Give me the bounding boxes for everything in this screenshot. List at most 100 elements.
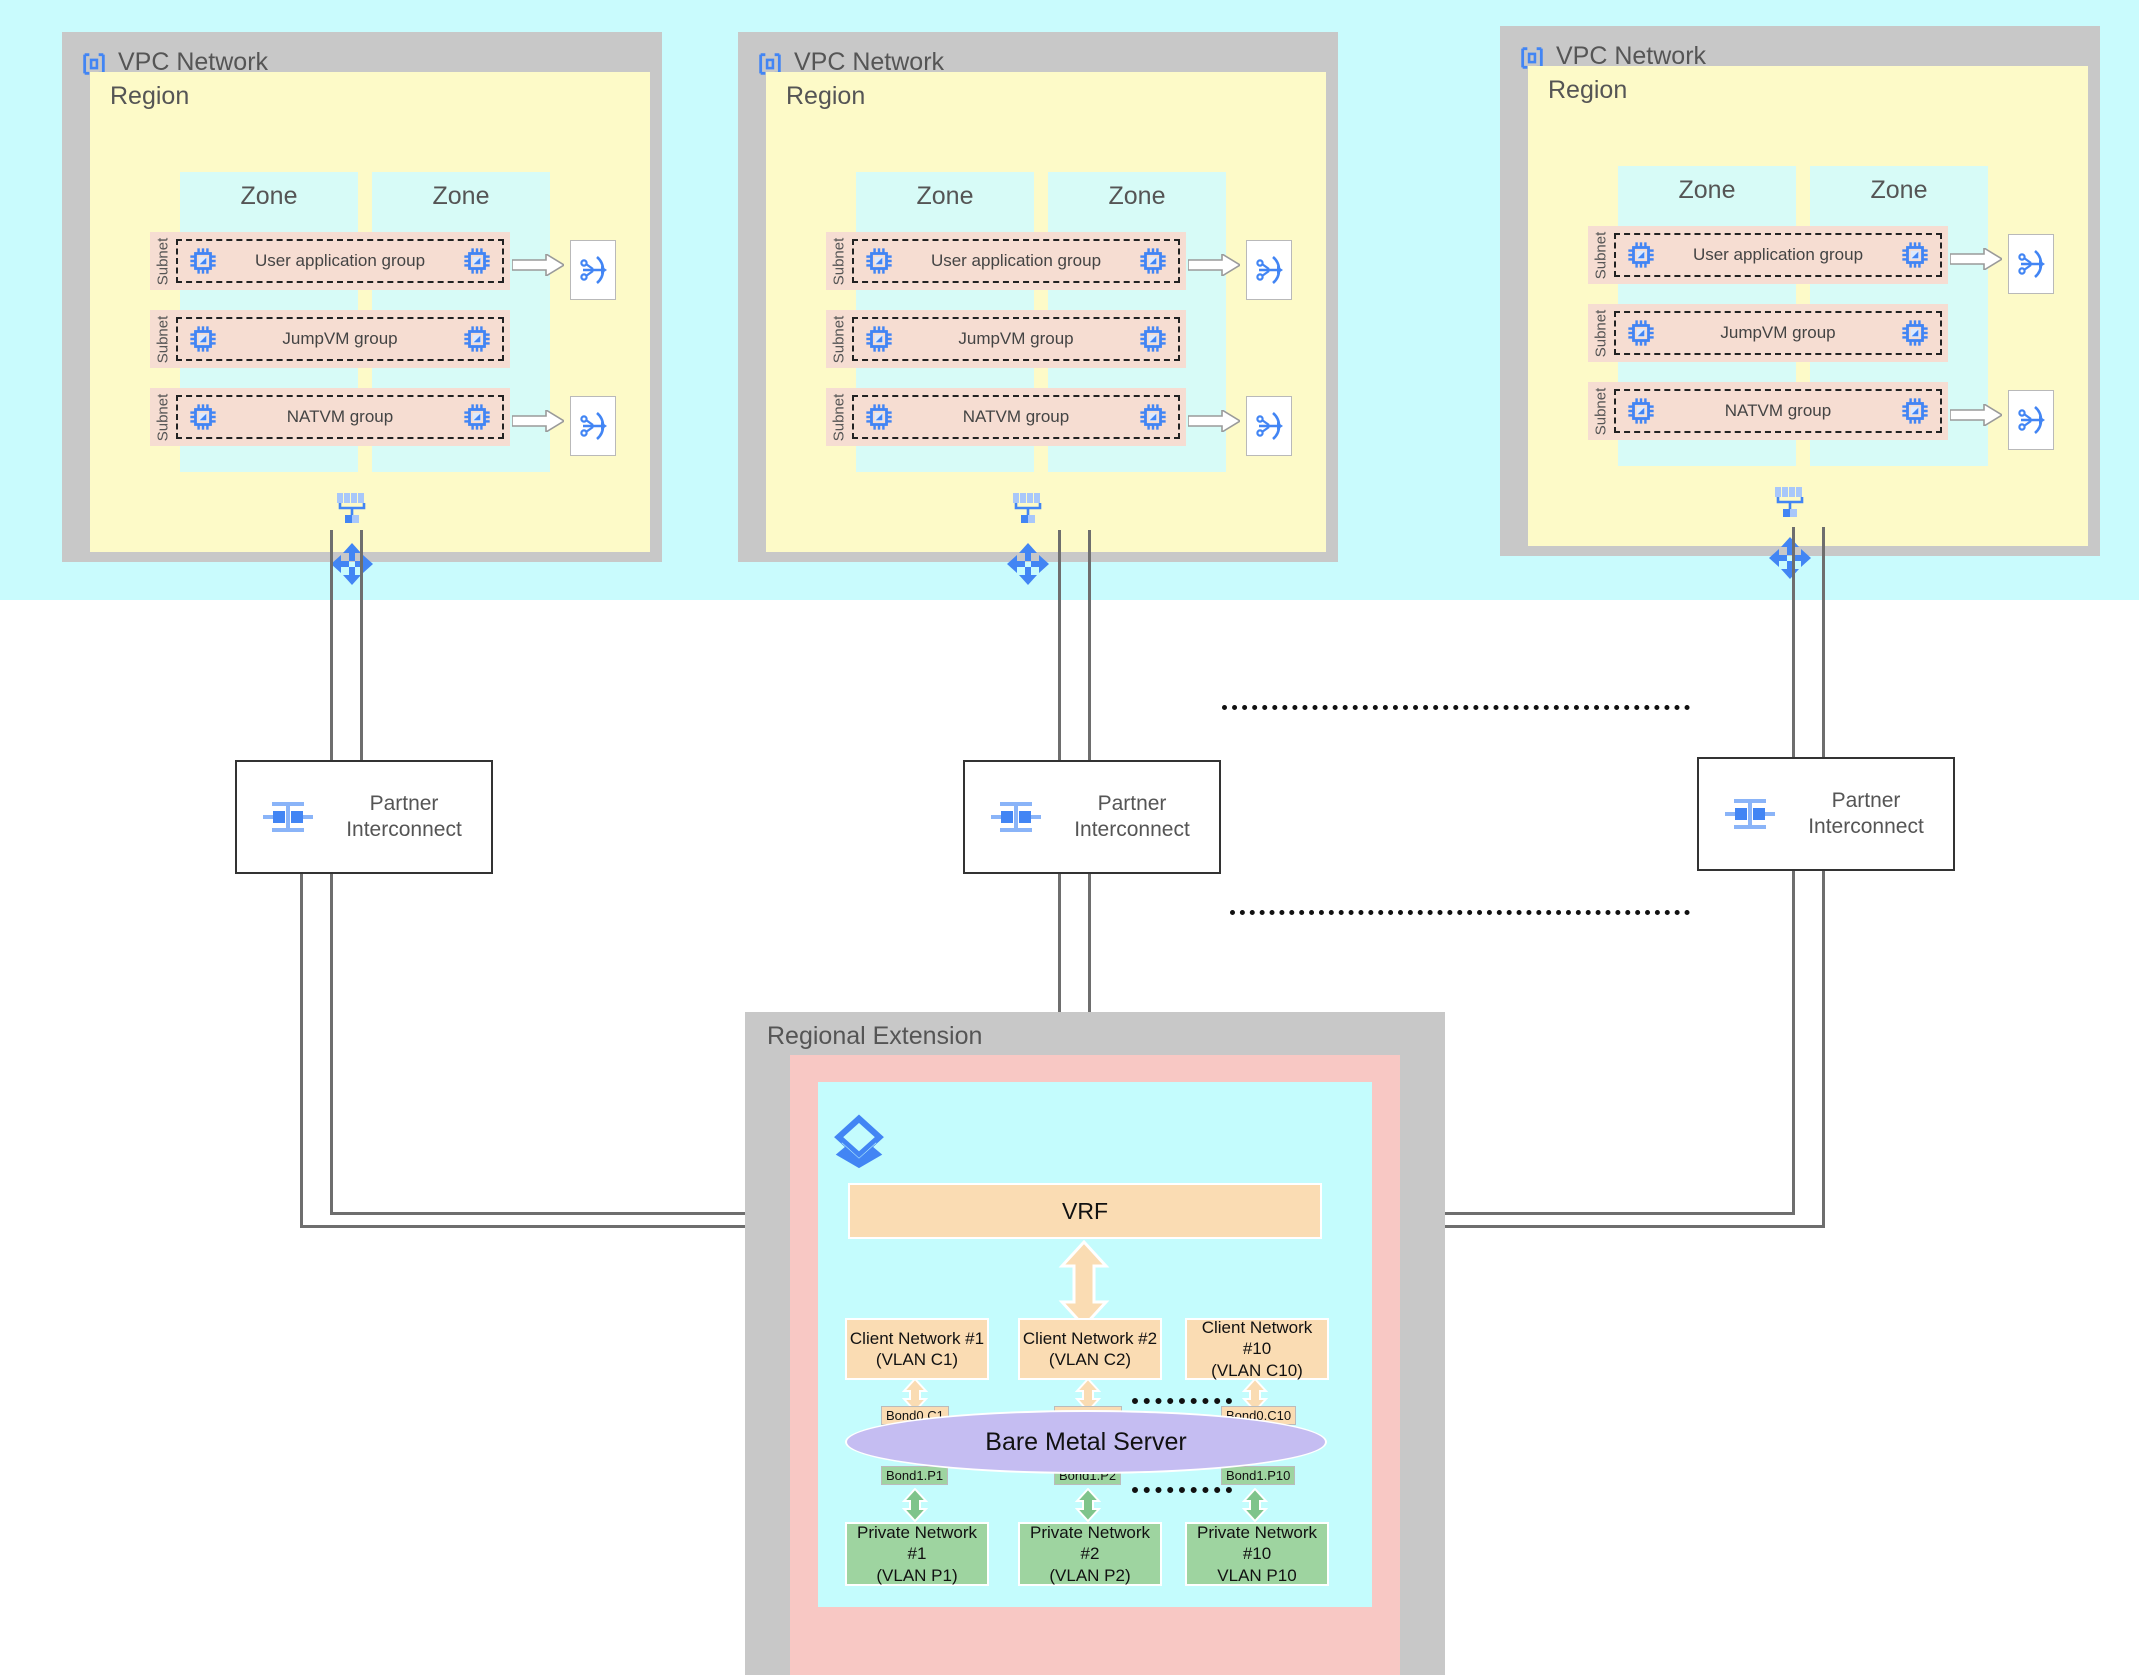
- partner-interconnect-box-2[interactable]: Partner Interconnect: [963, 760, 1221, 874]
- zone-title: Zone: [1870, 176, 1928, 204]
- subnet-label: Subnet: [1592, 309, 1610, 357]
- subnet-row-2: Subnet JumpVM group: [150, 310, 510, 368]
- partner-interconnect-icon: [987, 798, 1045, 836]
- vpc-router-icon: [335, 492, 371, 526]
- bare-metal-solution-icon: [828, 1110, 890, 1172]
- subnet-row-2: Subnet JumpVM group: [826, 310, 1186, 368]
- subnet-row-1: Subnet User application group: [150, 232, 510, 290]
- private-network-box-2[interactable]: Private Network #2 (VLAN P2): [1018, 1522, 1162, 1586]
- subnet-label: Subnet: [154, 393, 172, 441]
- bond-label-private-1: Bond1.P1: [881, 1466, 949, 1485]
- instance-group-label: NATVM group: [286, 407, 394, 426]
- subnet-label: Subnet: [154, 237, 172, 285]
- vm-instance-chip-icon: [1138, 402, 1168, 432]
- instance-group-1[interactable]: User application group: [1614, 233, 1942, 277]
- vpc-network-title: VPC Network: [118, 48, 269, 76]
- egress-arrow-1: [1187, 252, 1242, 278]
- partner-interconnect-label: Partner Interconnect: [1808, 788, 1924, 838]
- instance-group-2[interactable]: JumpVM group: [1614, 311, 1942, 355]
- vm-instance-chip-icon: [864, 324, 894, 354]
- vpc-network-icon: [1518, 44, 1546, 72]
- pi3-to-vrf-horz-b: [1318, 1225, 1825, 1228]
- instance-group-label: NATVM group: [962, 407, 1070, 426]
- private-network-bond-arrow-3: [1241, 1487, 1269, 1527]
- pi1-to-vrf-horz-a: [330, 1212, 850, 1215]
- partner-interconnect-box-1[interactable]: Partner Interconnect: [235, 760, 493, 874]
- private-network-bond-arrow-1: [901, 1487, 929, 1527]
- pi3-to-vrf-vert-b: [1822, 867, 1825, 1225]
- vm-instance-chip-icon: [1138, 246, 1168, 276]
- subnet-label: Subnet: [1592, 231, 1610, 279]
- partner-interconnect-label: Partner Interconnect: [346, 791, 462, 841]
- instance-group-label: JumpVM group: [958, 329, 1074, 348]
- zone-title: Zone: [1108, 182, 1166, 210]
- egress-arrow-1: [1949, 246, 2004, 272]
- pi1-to-vrf-vert-b: [300, 870, 303, 1228]
- instance-group-label: NATVM group: [1724, 401, 1832, 420]
- pi3-to-vrf-horz-a: [1318, 1212, 1795, 1215]
- instance-group-3[interactable]: NATVM group: [176, 395, 504, 439]
- vm-instance-chip-icon: [1626, 396, 1656, 426]
- zone-title: Zone: [432, 182, 490, 210]
- instance-group-2[interactable]: JumpVM group: [852, 317, 1180, 361]
- zone-title: Zone: [916, 182, 974, 210]
- partner-interconnect-box-3[interactable]: Partner Interconnect: [1697, 757, 1955, 871]
- bare-metal-server-node[interactable]: Bare Metal Server: [845, 1410, 1327, 1474]
- instance-group-label: JumpVM group: [282, 329, 398, 348]
- cloud-nat-box-1[interactable]: [1246, 240, 1292, 300]
- zone-title: Zone: [240, 182, 298, 210]
- subnet-row-3: Subnet NATVM group: [1588, 382, 1948, 440]
- egress-arrow-2: [1949, 402, 2004, 428]
- vm-instance-chip-icon: [188, 324, 218, 354]
- cloud-nat-box-2[interactable]: [570, 396, 616, 456]
- vm-instance-chip-icon: [188, 246, 218, 276]
- vpc-network-block-3: VPC Network Region Zone Zone Subnet User…: [1500, 26, 2100, 579]
- instance-group-3[interactable]: NATVM group: [1614, 389, 1942, 433]
- vm-instance-chip-icon: [1626, 318, 1656, 348]
- vpc-router-icon: [1773, 486, 1809, 520]
- vm-instance-chip-icon: [188, 402, 218, 432]
- partner-interconnect-label: Partner Interconnect: [1074, 791, 1190, 841]
- region-title: Region: [1548, 76, 1628, 104]
- private-network-box-1[interactable]: Private Network #1 (VLAN P1): [845, 1522, 989, 1586]
- vpc-network-title: VPC Network: [794, 48, 945, 76]
- subnet-label: Subnet: [830, 315, 848, 363]
- subnet-row-3: Subnet NATVM group: [826, 388, 1186, 446]
- subnet-label: Subnet: [830, 393, 848, 441]
- vpc-network-icon: [80, 50, 108, 78]
- cloud-router-icon: [330, 542, 374, 586]
- vpc-network-block-1: VPC Network Region Zone Zone Subnet User…: [62, 32, 662, 585]
- client-network-box-3[interactable]: Client Network #10 (VLAN C10): [1185, 1318, 1329, 1380]
- vm-instance-chip-icon: [462, 402, 492, 432]
- continuation-dotted-line-top: [1222, 705, 1690, 710]
- vrf-to-client-networks-arrow: [1058, 1239, 1110, 1329]
- instance-group-label: User application group: [254, 251, 426, 270]
- vm-instance-chip-icon: [1900, 318, 1930, 348]
- region-title: Region: [786, 82, 866, 110]
- instance-group-2[interactable]: JumpVM group: [176, 317, 504, 361]
- instance-group-1[interactable]: User application group: [852, 239, 1180, 283]
- cloud-nat-box-1[interactable]: [2008, 234, 2054, 294]
- instance-group-3[interactable]: NATVM group: [852, 395, 1180, 439]
- region-container-3: Region Zone Zone Subnet User application…: [1528, 66, 2088, 546]
- continuation-dotted-line-bottom: [1230, 910, 1690, 915]
- subnet-row-1: Subnet User application group: [826, 232, 1186, 290]
- instance-group-label: User application group: [1692, 245, 1864, 264]
- region-container-2: Region Zone Zone Subnet User application…: [766, 72, 1326, 552]
- vm-instance-chip-icon: [1626, 240, 1656, 270]
- vm-instance-chip-icon: [1900, 240, 1930, 270]
- cloud-nat-box-2[interactable]: [1246, 396, 1292, 456]
- cloud-nat-box-1[interactable]: [570, 240, 616, 300]
- instance-group-1[interactable]: User application group: [176, 239, 504, 283]
- vrf-box[interactable]: VRF: [848, 1183, 1322, 1239]
- cloud-nat-box-2[interactable]: [2008, 390, 2054, 450]
- instance-group-label: User application group: [930, 251, 1102, 270]
- client-network-box-2[interactable]: Client Network #2 (VLAN C2): [1018, 1318, 1162, 1380]
- pi1-to-vrf-horz-b: [300, 1225, 848, 1228]
- client-network-box-1[interactable]: Client Network #1 (VLAN C1): [845, 1318, 989, 1380]
- egress-arrow-2: [511, 408, 566, 434]
- egress-arrow-2: [1187, 408, 1242, 434]
- cloud-router-icon: [1006, 542, 1050, 586]
